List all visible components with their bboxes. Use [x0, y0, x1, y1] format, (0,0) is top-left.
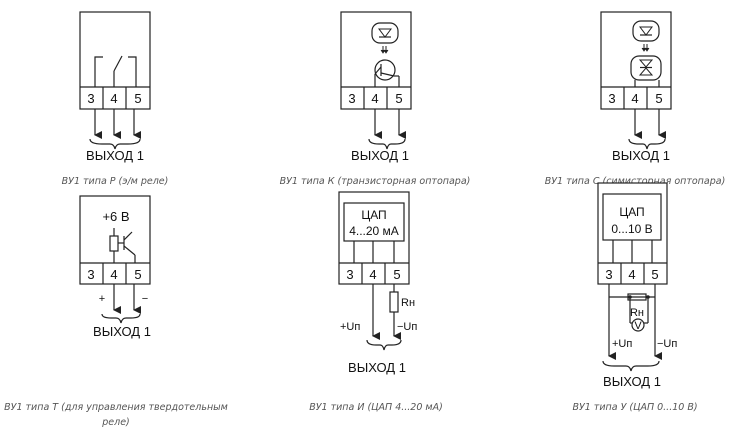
caption-ssr-line2: реле)	[101, 417, 130, 428]
transistor-switch-icon	[109, 228, 136, 263]
pin-5: 5	[395, 91, 402, 106]
supply-plus: +Uп	[612, 338, 632, 350]
pin-5: 5	[651, 267, 658, 282]
pin-4: 4	[369, 267, 376, 282]
caption-transistor: ВУ1 типа К (транзисторная оптопара)	[280, 176, 471, 187]
pin-5: 5	[134, 91, 141, 106]
module-body	[340, 11, 412, 110]
pin-3: 3	[608, 91, 615, 106]
dac-range: 4...20 мА	[349, 224, 399, 238]
module-ssr-driver: 3 4 5 +6 В + − ВЫХОД 1 ВУ1 типа Т (для у…	[4, 195, 228, 428]
pin-4: 4	[110, 267, 117, 282]
output-label: ВЫХОД 1	[351, 148, 409, 163]
module-dac-current: 3 4 5 ЦАП 4...20 мА Rн +Uп −Uп ВЫХОД 1 В…	[309, 191, 443, 413]
pin-3: 3	[87, 267, 94, 282]
output-label: ВЫХОД 1	[603, 374, 661, 389]
dac-block	[343, 202, 405, 242]
supply-minus: −Uп	[657, 338, 677, 350]
transistor-optocoupler-icon	[371, 22, 400, 87]
pin-5: 5	[134, 267, 141, 282]
pin-3: 3	[87, 91, 94, 106]
module-body	[79, 195, 151, 285]
module-triac-optocoupler: 3 4 5 ВЫХОД 1 ВУ1 типа С (симисторная оп…	[545, 11, 726, 187]
caption-triac: ВУ1 типа С (симисторная оптопара)	[545, 176, 726, 187]
pin-4: 4	[371, 91, 378, 106]
dac-range: 0...10 В	[611, 222, 652, 236]
pin-3: 3	[348, 91, 355, 106]
dac-title: ЦАП	[619, 205, 644, 219]
output-label: ВЫХОД 1	[348, 360, 406, 375]
resistor-icon	[389, 291, 399, 313]
caption-dac-voltage: ВУ1 типа У (ЦАП 0...10 В)	[572, 402, 697, 413]
voltmeter-label: V	[634, 320, 642, 332]
pin-5: 5	[655, 91, 662, 106]
caption-dac-current: ВУ1 типа И (ЦАП 4...20 мА)	[309, 402, 443, 413]
supply-voltage: +6 В	[102, 209, 129, 224]
polarity-plus: +	[99, 293, 105, 305]
module-dac-voltage: 3 4 5 ЦАП 0...10 В Rн V +Uп −Uп ВЫХОД 1 …	[572, 182, 698, 413]
pin-3: 3	[605, 267, 612, 282]
supply-plus: +Uп	[340, 321, 360, 333]
pin-4: 4	[631, 91, 638, 106]
caption-ssr: ВУ1 типа Т (для управления твердотельным	[4, 402, 228, 413]
supply-minus: −Uп	[397, 321, 417, 333]
dac-block	[602, 193, 662, 241]
voltmeter-icon	[631, 318, 645, 332]
pin-4: 4	[110, 91, 117, 106]
resistor-label: Rн	[630, 307, 644, 319]
output-label: ВЫХОД 1	[612, 148, 670, 163]
polarity-minus: −	[142, 293, 148, 305]
triac-optocoupler-icon	[630, 20, 662, 87]
dac-title: ЦАП	[361, 208, 386, 222]
module-relay: 3 4 5 ВЫХОД 1 ВУ1 типа Р (э/м реле)	[62, 11, 169, 187]
resistor-label: Rн	[401, 297, 415, 309]
pin-4: 4	[628, 267, 635, 282]
caption-relay: ВУ1 типа Р (э/м реле)	[62, 176, 169, 187]
module-body	[79, 11, 151, 110]
pin-3: 3	[346, 267, 353, 282]
module-transistor-optocoupler: 3 4 5 ВЫХОД 1 ВУ1 типа К (транзисторная …	[280, 11, 471, 187]
pin-5: 5	[393, 267, 400, 282]
relay-contact-icon	[94, 55, 137, 87]
output-label: ВЫХОД 1	[86, 148, 144, 163]
load-and-voltmeter-icon: Rн V	[609, 293, 655, 332]
output-label: ВЫХОД 1	[93, 324, 151, 339]
